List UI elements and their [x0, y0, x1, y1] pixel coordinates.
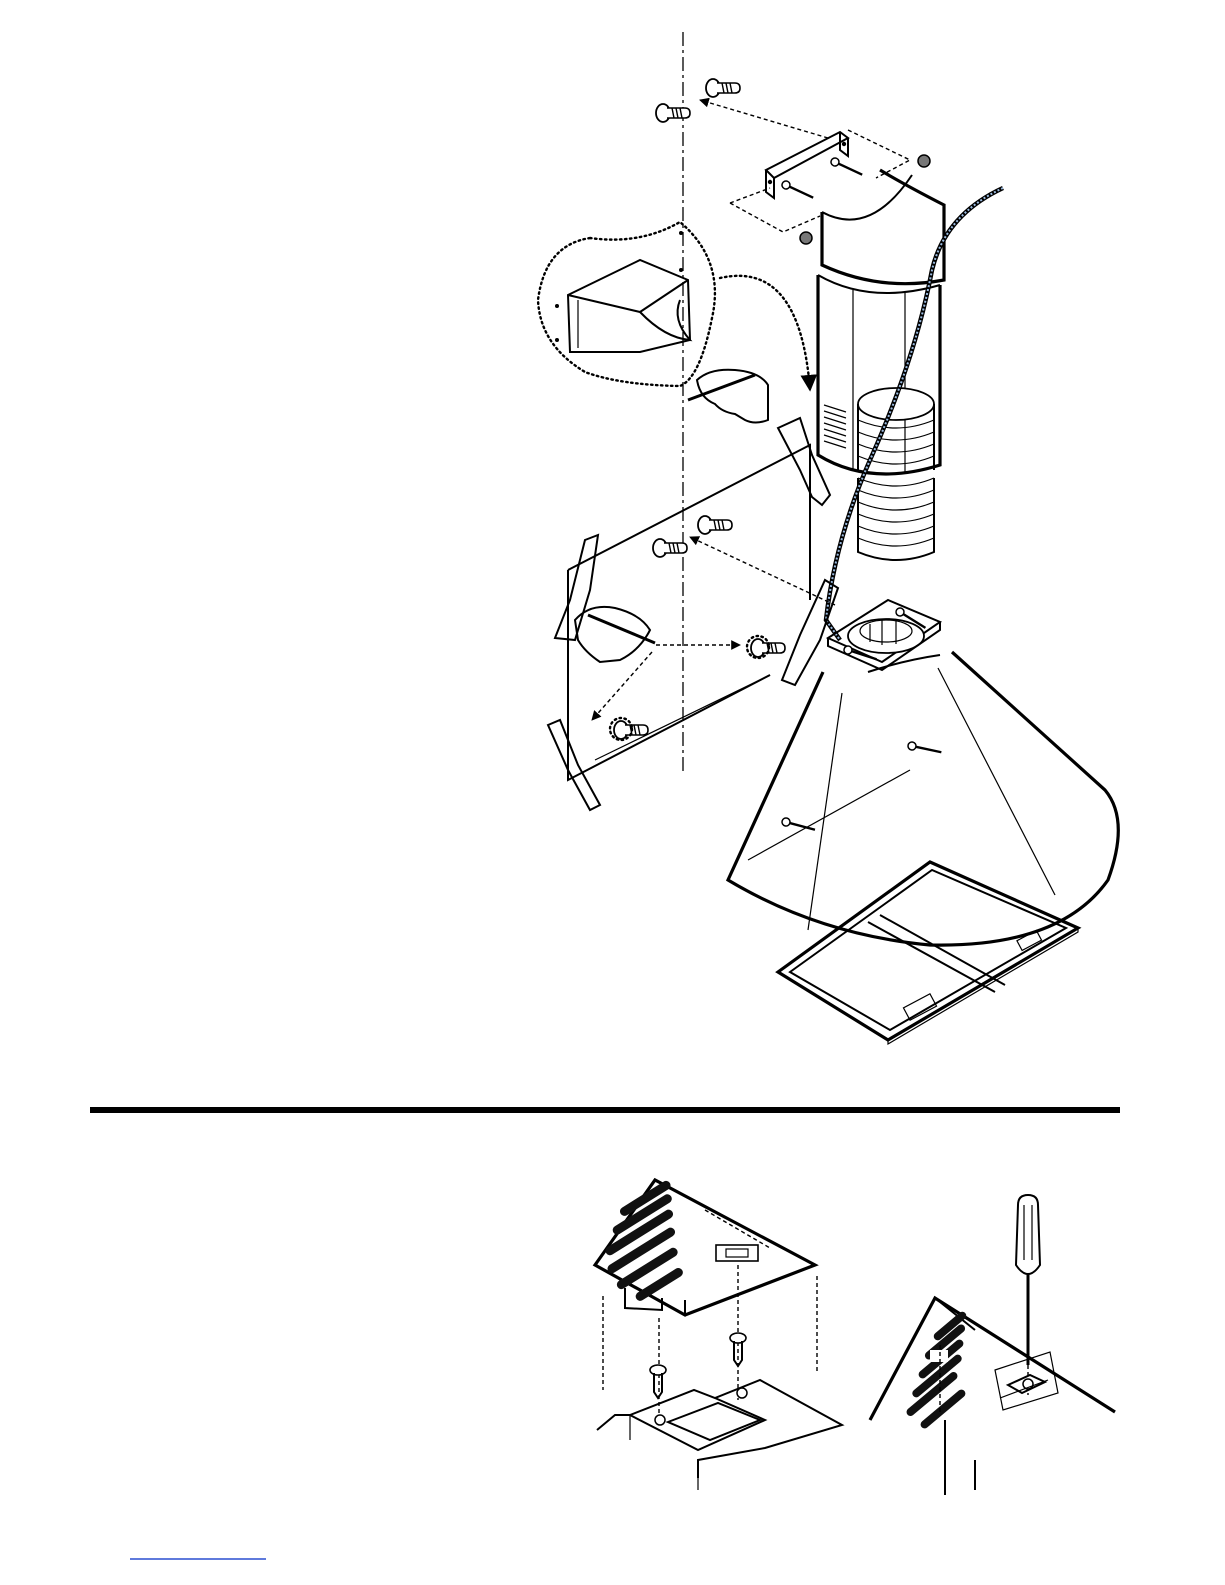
- motor-housing-screwdriver-figure: [870, 1195, 1115, 1495]
- drilling-template: [568, 445, 810, 780]
- paper-strip-icon: [778, 418, 830, 505]
- wall-plug-icon: [706, 79, 740, 97]
- chimney-section: [818, 170, 944, 474]
- vent-grille-icon: [824, 405, 846, 448]
- direction-arrow: [700, 100, 828, 138]
- motor-housing-fixing-figure: [595, 1179, 842, 1490]
- grease-filters: [778, 862, 1078, 1044]
- chimney-hood-exploded-figure: [538, 32, 1118, 1044]
- paper-strip-icon: [548, 720, 600, 810]
- screw-head-icon: [918, 155, 930, 167]
- hood-collar: [828, 600, 940, 670]
- screw-icon: [781, 180, 815, 202]
- hand-marking-icon: [575, 607, 655, 662]
- vent-slots: [905, 1310, 968, 1430]
- wall-plug-icon: [698, 516, 732, 534]
- hand-marking-icon: [688, 370, 768, 423]
- vent-slots: [604, 1179, 685, 1302]
- motor-detail-callout: [538, 222, 810, 390]
- screwdriver-icon: [1016, 1195, 1040, 1365]
- wall-plug-icon: [656, 104, 690, 122]
- direction-arrow: [690, 537, 835, 605]
- screw-head-icon: [800, 232, 812, 244]
- screw-icon: [907, 741, 942, 756]
- screw-icon: [830, 157, 864, 179]
- hood-canopy: [728, 652, 1118, 945]
- wall-plug-icon: [653, 539, 687, 557]
- screw-icon: [650, 1365, 666, 1398]
